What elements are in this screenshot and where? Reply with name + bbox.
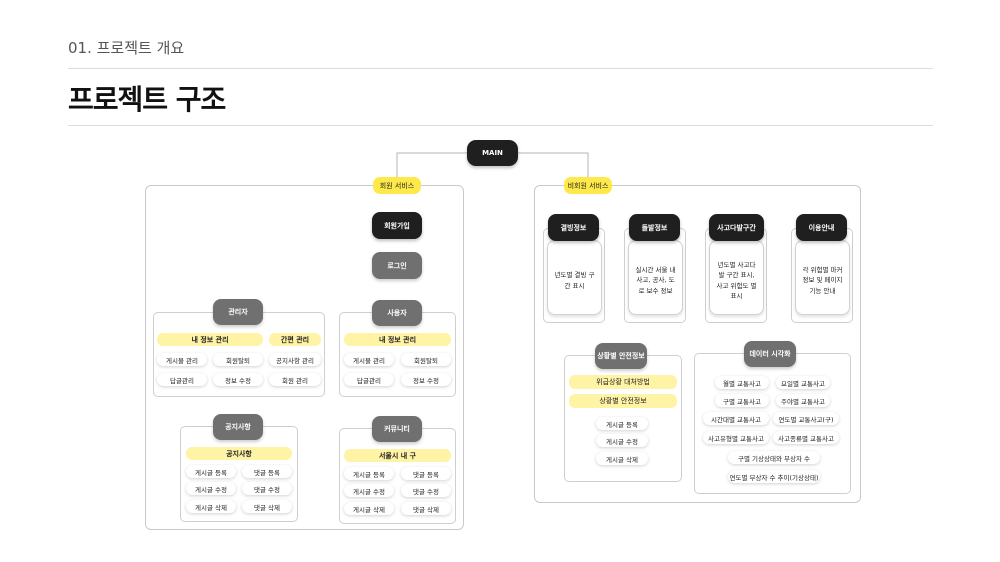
notice-group: 공지사항 — [186, 447, 292, 460]
community-item[interactable]: 댓글 등록 — [401, 467, 451, 480]
admin-node[interactable]: 관리자 — [213, 299, 263, 325]
admin-item[interactable]: 정보 수정 — [213, 373, 263, 386]
safety-group-situation: 상황별 안전정보 — [569, 394, 677, 408]
signup-node[interactable]: 회원가입 — [372, 212, 422, 239]
community-group: 서울시 내 구 — [344, 449, 451, 462]
viz-item[interactable]: 주야별 교통사고 — [776, 394, 830, 407]
line-main-nonmember — [518, 152, 589, 180]
viz-item[interactable]: 구별 기상상태와 부상자 수 — [728, 451, 820, 464]
safety-group-emergency: 위급상황 대처방법 — [569, 375, 677, 389]
admin-group-simple: 간편 관리 — [269, 333, 321, 346]
viz-item[interactable]: 사고유형별 교통사고 — [703, 431, 769, 444]
community-item[interactable]: 게시글 등록 — [344, 467, 394, 480]
admin-item[interactable]: 공지사항 관리 — [269, 353, 321, 366]
user-node[interactable]: 사용자 — [372, 300, 422, 326]
login-node[interactable]: 로그인 — [372, 252, 422, 279]
notice-item[interactable]: 댓글 수정 — [242, 482, 292, 495]
community-item[interactable]: 게시글 삭제 — [344, 502, 394, 515]
community-item[interactable]: 댓글 삭제 — [401, 502, 451, 515]
page-title: 프로젝트 구조 — [68, 83, 226, 116]
viz-item[interactable]: 요일별 교통사고 — [776, 376, 830, 389]
notice-item[interactable]: 게시글 수정 — [186, 482, 236, 495]
admin-group-myinfo: 내 정보 관리 — [157, 333, 263, 346]
line-main-member — [396, 152, 467, 180]
section-label: 01. 프로젝트 개요 — [68, 39, 185, 57]
divider-top — [68, 68, 933, 69]
safety-item[interactable]: 게시글 등록 — [596, 417, 648, 430]
card-guide-title[interactable]: 이용안내 — [796, 214, 847, 241]
card-accident-desc: 년도별 사고다발 구간 표시, 사고 위험도 별 표시 — [716, 261, 757, 300]
card-icing-desc: 년도별 결빙 구간 표시 — [554, 271, 595, 290]
community-item[interactable]: 댓글 수정 — [401, 484, 451, 497]
community-item[interactable]: 게시글 수정 — [344, 484, 394, 497]
user-group-myinfo: 내 정보 관리 — [344, 333, 451, 346]
admin-item[interactable]: 게시물 관리 — [157, 353, 207, 366]
community-node[interactable]: 커뮤니티 — [372, 416, 422, 442]
user-item[interactable]: 게시물 관리 — [344, 353, 394, 366]
main-node[interactable]: MAIN — [467, 140, 518, 166]
card-guide-body: 각 위험별 마커 정보 및 페이지 기능 안내 — [795, 240, 850, 315]
card-guide-desc: 각 위험별 마커 정보 및 페이지 기능 안내 — [802, 266, 843, 295]
safety-node[interactable]: 상황별 안전정보 — [595, 343, 647, 369]
admin-item[interactable]: 회원 관리 — [269, 373, 321, 386]
safety-item[interactable]: 게시글 수정 — [596, 434, 648, 447]
admin-item[interactable]: 회원탈퇴 — [213, 353, 263, 366]
viz-item[interactable]: 시간대별 교통사고 — [703, 412, 769, 425]
card-icing-title[interactable]: 결빙정보 — [548, 214, 599, 241]
viz-item[interactable]: 사고종류별 교통사고 — [773, 431, 839, 444]
user-item[interactable]: 정보 수정 — [401, 373, 451, 386]
viz-item[interactable]: 구별 교통사고 — [715, 394, 769, 407]
viz-node[interactable]: 데이터 시각화 — [744, 341, 796, 367]
notice-item[interactable]: 댓글 삭제 — [242, 500, 292, 513]
divider-bottom — [68, 125, 933, 126]
notice-item[interactable]: 댓글 등록 — [242, 465, 292, 478]
card-incident-title[interactable]: 돌발정보 — [629, 214, 680, 241]
admin-item[interactable]: 답글관리 — [157, 373, 207, 386]
notice-item[interactable]: 게시글 등록 — [186, 465, 236, 478]
viz-item[interactable]: 연도별 교통사고(구) — [773, 412, 839, 425]
viz-item[interactable]: 연도별 부상자 수 추이(기상상태) — [728, 470, 820, 483]
user-item[interactable]: 답글관리 — [344, 373, 394, 386]
nonmember-service-label[interactable]: 비회원 서비스 — [564, 177, 612, 194]
card-icing-body: 년도별 결빙 구간 표시 — [547, 240, 602, 315]
safety-item[interactable]: 게시글 삭제 — [596, 452, 648, 465]
card-incident-desc: 실시간 서울 내 사고, 공사, 도로 보수 정보 — [635, 266, 676, 295]
notice-node[interactable]: 공지사항 — [213, 414, 263, 440]
notice-item[interactable]: 게시글 삭제 — [186, 500, 236, 513]
member-service-label[interactable]: 회원 서비스 — [373, 177, 421, 194]
card-accident-body: 년도별 사고다발 구간 표시, 사고 위험도 별 표시 — [709, 240, 764, 315]
viz-item[interactable]: 월별 교통사고 — [715, 376, 769, 389]
card-incident-body: 실시간 서울 내 사고, 공사, 도로 보수 정보 — [628, 240, 683, 315]
card-accident-title[interactable]: 사고다발구간 — [709, 214, 764, 241]
user-item[interactable]: 회원탈퇴 — [401, 353, 451, 366]
